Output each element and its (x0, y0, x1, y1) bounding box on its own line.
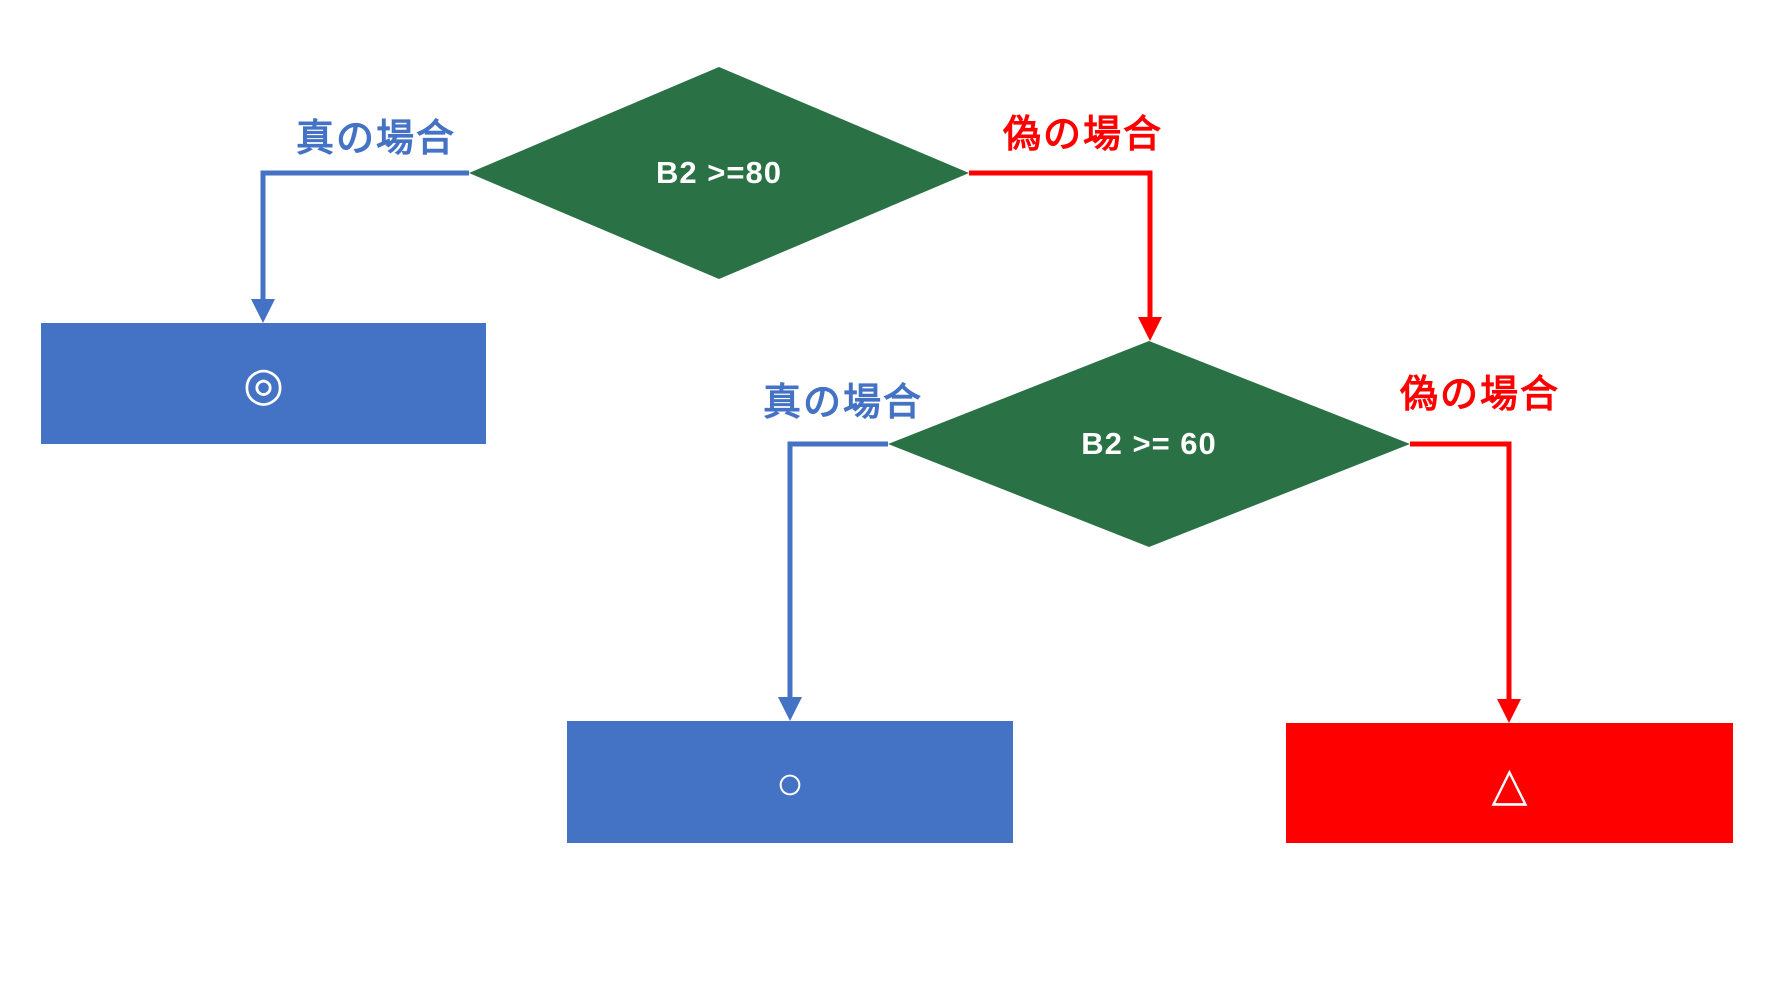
decision-2-false-connector (1410, 441, 1521, 723)
decision-1-condition: B2 >=80 (656, 155, 782, 190)
result-node-good: ○ (567, 721, 1013, 843)
decision-1-false-label: 偽の場合 (1003, 114, 1164, 156)
decision-2-condition: B2 >= 60 (1081, 426, 1217, 461)
triangle-symbol: △ (1491, 756, 1528, 810)
circle-symbol: ○ (775, 755, 805, 809)
decision-2-true-label: 真の場合 (763, 382, 924, 424)
decision-1-true-label: 真の場合 (296, 118, 457, 160)
double-circle-symbol: ◎ (242, 357, 284, 410)
decision-2-false-label: 偽の場合 (1400, 374, 1561, 416)
result-node-excellent: ◎ (41, 323, 486, 444)
result-node-fair: △ (1286, 723, 1733, 843)
decision-2-true-connector (778, 441, 888, 721)
decision-1-true-connector (251, 170, 469, 323)
decision-1-false-connector (969, 170, 1162, 341)
